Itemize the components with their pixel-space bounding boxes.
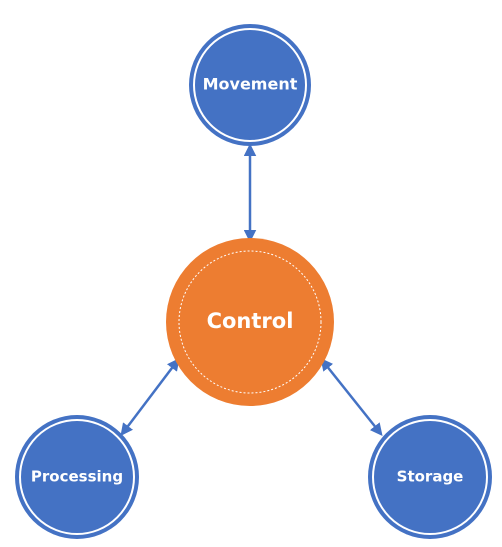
node-processing-label: Processing [31, 468, 123, 486]
node-control-label: Control [207, 309, 294, 333]
connector-control-processing [120, 358, 180, 436]
node-control: Control [166, 238, 334, 406]
node-storage: Storage [368, 415, 492, 539]
connector-control-storage [320, 358, 383, 436]
node-storage-label: Storage [397, 468, 464, 486]
node-movement: Movement [189, 24, 311, 146]
node-processing: Processing [15, 415, 139, 539]
node-movement-label: Movement [203, 75, 298, 94]
